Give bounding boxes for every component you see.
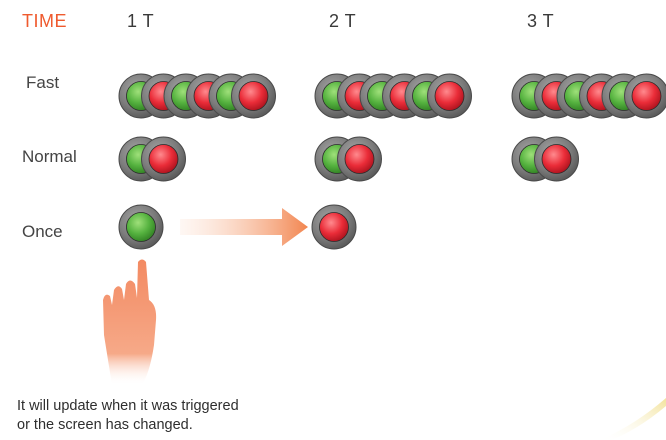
fast-light-red-icon [624, 73, 666, 119]
time-column-2: 2 T [329, 11, 357, 31]
once-light-red-icon [311, 204, 357, 250]
time-column-3: 3 T [527, 11, 555, 31]
fast-light-red-icon [231, 73, 276, 119]
time-label: TIME [22, 11, 67, 31]
row-label-fast: Fast [26, 73, 60, 92]
time-column-1: 1 T [127, 11, 155, 31]
row-label-normal: Normal [22, 147, 77, 166]
footnote-line-2: or the screen has changed. [17, 417, 193, 433]
normal-light-red-icon [141, 136, 186, 182]
transition-arrow [180, 208, 308, 246]
corner-swoosh [600, 398, 666, 440]
row-label-once: Once [22, 222, 63, 241]
footnote-line-1: It will update when it was triggered [17, 398, 239, 414]
normal-light-red-icon [534, 136, 579, 182]
fast-row-lights [118, 73, 666, 119]
footnote: It will update when it was triggered or … [17, 397, 317, 435]
normal-row-lights [118, 136, 579, 182]
once-light-green-icon [118, 204, 164, 250]
normal-light-red-icon [337, 136, 382, 182]
pointing-hand-icon [103, 259, 157, 385]
once-row-lights [118, 204, 357, 250]
fast-light-red-icon [427, 73, 472, 119]
